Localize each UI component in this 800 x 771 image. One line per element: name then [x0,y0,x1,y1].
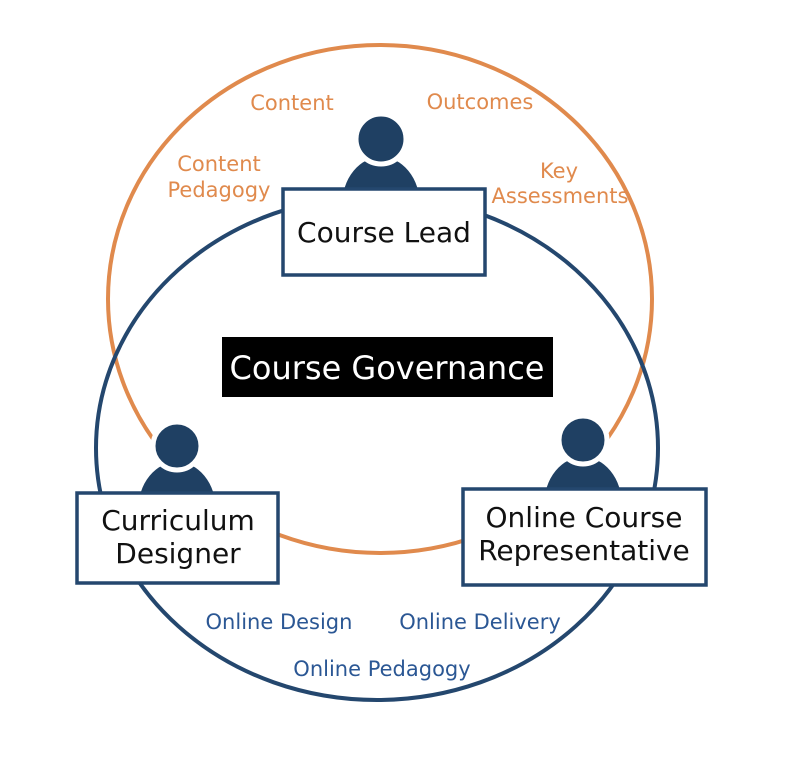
label-outcomes: Outcomes [427,90,534,114]
label-online-design: Online Design [206,610,353,634]
label-key-assessments-line1: Key [540,159,578,183]
label-content-pedagogy: Content Pedagogy [168,152,271,202]
label-key-assessments: Key Assessments [492,159,629,208]
role-title-curriculum-designer-line2: Designer [115,537,241,570]
label-content-pedagogy-line1: Content [177,152,261,176]
role-title-course-lead: Course Lead [297,216,471,249]
label-online-delivery: Online Delivery [399,610,561,634]
person-head-icon [353,111,409,167]
role-box-online-course-representative [461,487,708,587]
role-title-online-course-representative-line2: Representative [478,534,690,567]
label-content-pedagogy-line2: Pedagogy [168,178,271,202]
orange-circle [106,43,654,555]
course-governance-title: Course Governance [230,349,545,387]
role-box-curriculum-designer [75,491,280,585]
role-title-curriculum-designer: Curriculum Designer [101,504,255,570]
role-title-online-course-representative: Online Course Representative [478,501,690,567]
course-governance-banner [222,337,553,397]
role-box-course-lead [281,187,487,277]
person-head-icon [150,419,204,473]
person-head-icon [556,413,610,467]
label-content: Content [250,91,334,115]
role-title-curriculum-designer-line1: Curriculum [101,504,255,537]
role-title-online-course-representative-line1: Online Course [486,501,683,534]
label-online-pedagogy: Online Pedagogy [293,657,470,681]
label-key-assessments-line2: Assessments [492,184,629,208]
